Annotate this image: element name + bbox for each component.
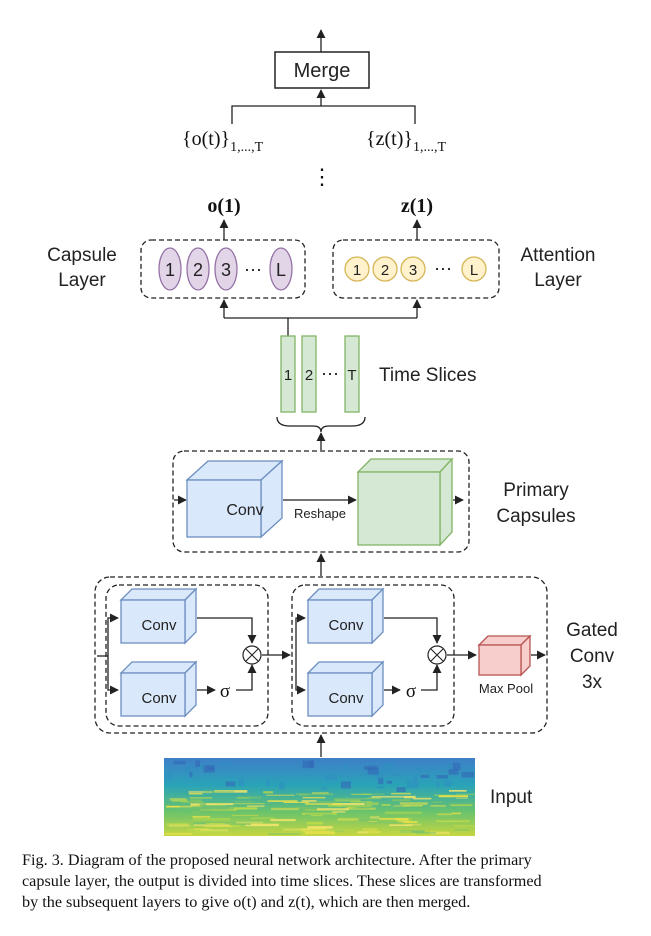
attention-item-label: 1 xyxy=(353,262,361,279)
time-slice-label: T xyxy=(347,367,356,384)
time-slices: 1 2 ⋯ T xyxy=(280,335,360,413)
capsule-node xyxy=(186,247,210,291)
gated-conv-box xyxy=(94,576,548,734)
attention-layer-box xyxy=(332,239,500,299)
gated-conv-2a-label: Conv xyxy=(328,617,364,634)
capsule-node xyxy=(214,247,238,291)
sigma-2-label: σ xyxy=(406,681,416,702)
attention-item-label: L xyxy=(470,262,478,279)
capsule-item-label: 2 xyxy=(193,260,203,280)
capsule-node xyxy=(269,247,293,291)
capsule-layer-label-2: Layer xyxy=(58,270,106,291)
merge-label: Merge xyxy=(294,60,351,82)
time-slices-brace xyxy=(276,416,366,433)
attention-node xyxy=(400,256,426,282)
primary-capsule-cube xyxy=(356,457,454,547)
capsule-layer-box xyxy=(140,239,306,299)
capsule-item-label: 3 xyxy=(221,260,231,280)
time-slice xyxy=(344,335,360,413)
capsule-item-label: L xyxy=(276,260,286,280)
capsule-item-label: ⋯ xyxy=(244,260,262,280)
o1-label: o(1) xyxy=(207,195,240,217)
architecture-diagram: Merge {o(t)}1,...,T {z(t)}1,...,T ⋮ o(1)… xyxy=(47,29,618,836)
caption-line-1: Fig. 3. Diagram of the proposed neural n… xyxy=(22,851,532,869)
attention-item-label: ⋯ xyxy=(434,259,452,279)
time-slice xyxy=(280,335,296,413)
capsule-layer-label-1: Capsule xyxy=(47,245,117,266)
attention-node xyxy=(461,256,487,282)
gated-conv-1b-label: Conv xyxy=(141,690,177,707)
attention-item-label: 2 xyxy=(381,262,389,279)
capsule-node xyxy=(158,247,182,291)
primary-capsules-box xyxy=(172,450,470,553)
gated-conv-1a-label: Conv xyxy=(141,617,177,634)
attention-item-label: 3 xyxy=(409,262,417,279)
input-spectrogram xyxy=(164,758,475,836)
gated-conv-label-1: Gated xyxy=(566,620,618,641)
gated-conv-2b-label: Conv xyxy=(328,690,364,707)
attention-layer-label-2: Layer xyxy=(534,270,582,291)
caption-line-3: by the subsequent layers to give o(t) an… xyxy=(22,893,471,911)
capsule-item-label: 1 xyxy=(165,260,175,280)
primary-capsules-label-2: Capsules xyxy=(496,506,575,527)
figure-caption: Fig. 3. Diagram of the proposed neural n… xyxy=(22,850,632,913)
attention-node xyxy=(344,256,370,282)
z-set-label: {z(t)}1,...,T xyxy=(366,128,446,155)
gated-block-1: Conv Conv σ xyxy=(97,584,291,727)
merge-box xyxy=(274,51,370,89)
merge-bracket xyxy=(231,105,416,124)
primary-conv-label: Conv xyxy=(226,502,263,519)
caption-line-2: capsule layer, the output is divided int… xyxy=(22,872,542,890)
attention-layer-label-1: Attention xyxy=(521,245,596,266)
attention-items: 1 2 3 ⋯ L xyxy=(344,256,487,282)
gated-conv-label-3: 3x xyxy=(582,672,603,693)
time-slice-label: ⋯ xyxy=(321,364,339,384)
max-pool-label: Max Pool xyxy=(479,681,533,696)
time-slices-label: Time Slices xyxy=(379,365,476,386)
primary-conv-cube: Conv xyxy=(185,459,284,539)
gated-block-2: Conv Conv σ xyxy=(291,584,477,727)
gated-conv-label-2: Conv xyxy=(570,646,615,667)
capsule-items: 1 2 3 ⋯ L xyxy=(158,247,293,291)
max-pool-cube xyxy=(477,634,532,677)
vertical-ellipsis: ⋮ xyxy=(311,164,333,189)
o-set-label: {o(t)}1,...,T xyxy=(182,128,264,155)
z1-label: z(1) xyxy=(401,195,433,217)
attention-node xyxy=(372,256,398,282)
time-slice xyxy=(301,335,317,413)
time-slice-label: 1 xyxy=(284,367,292,384)
sigma-1-label: σ xyxy=(220,681,230,702)
time-slice-label: 2 xyxy=(305,367,313,384)
input-label: Input xyxy=(490,787,533,808)
primary-capsules-label-1: Primary xyxy=(503,480,569,501)
reshape-label: Reshape xyxy=(294,506,346,521)
